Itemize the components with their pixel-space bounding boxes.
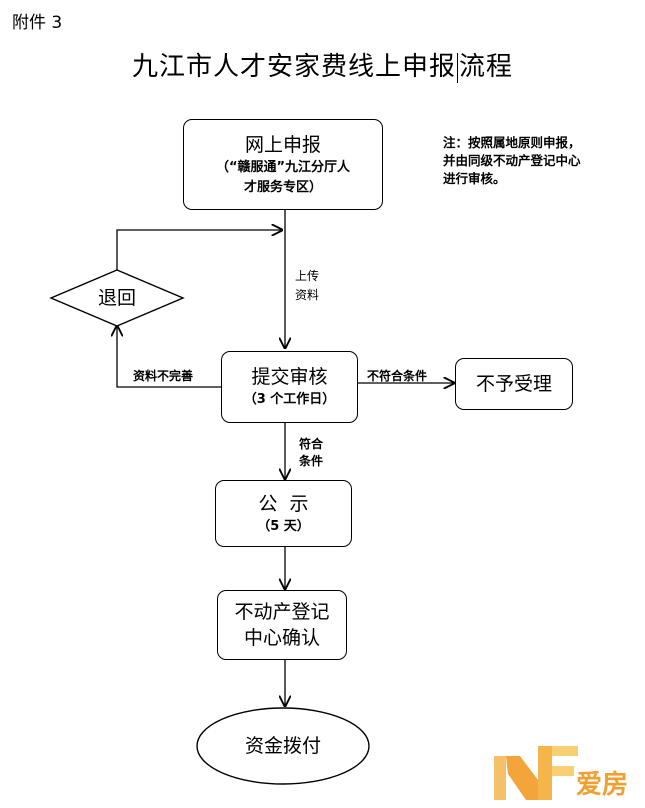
upload-label-line-1: 上传	[295, 269, 320, 283]
confirm-line-2: 中心确认	[243, 627, 320, 649]
online-apply-label: 网上申报	[244, 133, 321, 156]
online-apply-detail-1: （“赣服通”九江分厅人	[215, 159, 351, 175]
step-reject: 不予受理	[455, 358, 573, 410]
payout-label: 资金拨付	[244, 735, 321, 757]
review-label: 提交审核	[251, 366, 328, 388]
edge-label-not-eligible: 不符合条件	[367, 369, 428, 383]
note: 注：按照属地原则申报， 并由同级不动产登记中心 进行审核。	[443, 134, 613, 188]
payout-ellipse-shape	[196, 707, 370, 785]
note-line-2: 并由同级不动产登记中心	[443, 153, 581, 168]
publicity-detail: （5 天）	[257, 518, 310, 534]
title-text-part1: 九江市人才安家费线上申报	[131, 52, 456, 82]
page-title: 九江市人才安家费线上申报流程	[0, 46, 645, 83]
upload-label-line-2: 资料	[295, 288, 320, 302]
edge-label-upload: 上传 资料	[295, 267, 319, 305]
eligible-label-line-2: 条件	[299, 454, 324, 468]
note-line-1: 注：按照属地原则申报，	[443, 135, 581, 150]
step-review: 提交审核 （3 个工作日）	[221, 351, 358, 423]
confirm-line-1: 不动产登记	[234, 601, 330, 623]
aifang-logo-icon	[494, 746, 578, 800]
edge-label-eligible: 符合 条件	[299, 436, 323, 470]
aifang-logo-text: 爱房	[576, 770, 629, 800]
eligible-label-line-1: 符合	[299, 437, 324, 451]
annex-label: 附件 3	[12, 13, 63, 33]
arrow-review-to-return	[117, 326, 221, 388]
review-detail: （3 个工作日）	[243, 392, 336, 407]
arrow-return-to-apply	[116, 230, 282, 270]
return-label: 退回	[97, 287, 136, 309]
title-text-part2: 流程	[459, 52, 514, 82]
return-diamond-shape	[49, 269, 185, 327]
aifang-logo: 爱房	[490, 740, 640, 804]
reject-label: 不予受理	[475, 373, 552, 395]
text-cursor	[457, 52, 458, 83]
step-publicity: 公 示 （5 天）	[215, 480, 352, 547]
online-apply-detail-2: 才服务专区）	[243, 179, 322, 195]
step-registry-confirm: 不动产登记 中心确认	[217, 590, 347, 660]
step-online-apply: 网上申报 （“赣服通”九江分厅人 才服务专区）	[183, 119, 383, 210]
note-line-3: 进行审核。	[443, 171, 506, 186]
publicity-label: 公 示	[258, 492, 309, 515]
edge-label-incomplete: 资料不完善	[133, 369, 194, 383]
